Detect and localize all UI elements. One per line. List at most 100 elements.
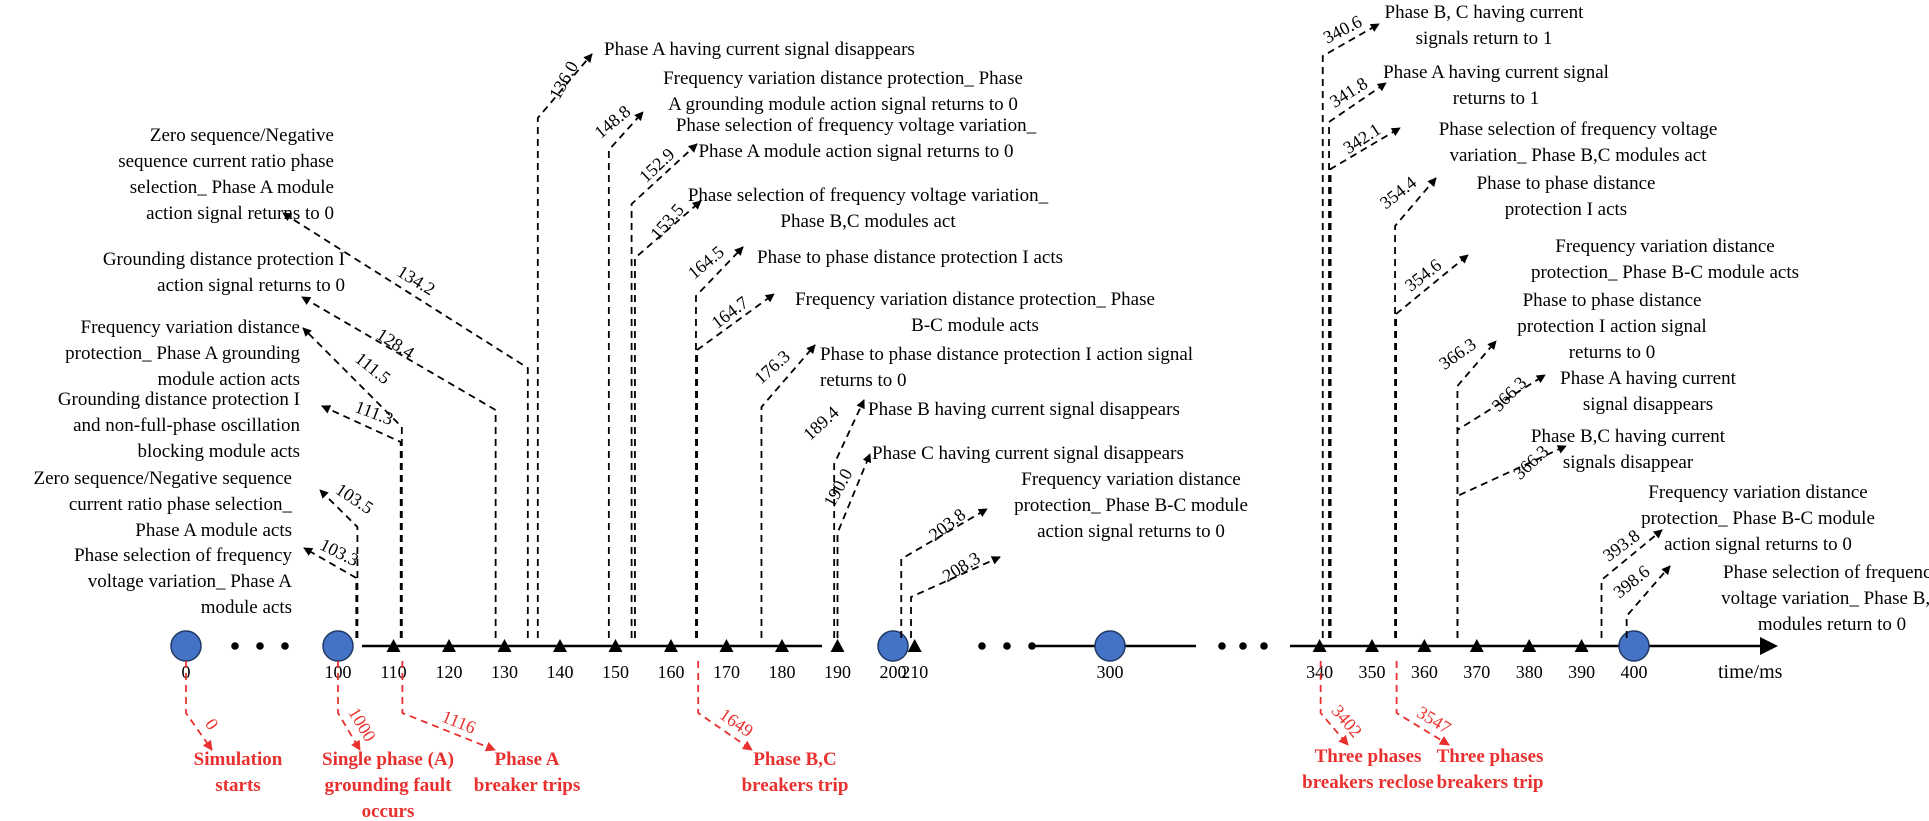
tick-label: 400 <box>1621 662 1648 682</box>
tick-triangle <box>907 639 922 652</box>
event-leader-arrow <box>1329 127 1401 638</box>
milestone-time-label: 1116 <box>439 706 479 737</box>
event-description-line: Phase to phase distance protection I act… <box>757 247 1063 268</box>
tick-label: 0 <box>182 662 191 682</box>
event-description-line: Frequency variation distance <box>1648 482 1867 503</box>
axis-break-dot <box>281 642 289 650</box>
event-description-line: Phase B,C having current <box>1531 426 1726 447</box>
event-leader-arrow <box>536 53 593 638</box>
event-description-line: Phase A having current <box>1560 368 1736 389</box>
axis-break-dot <box>256 642 264 650</box>
event-description-line: returns to 0 <box>820 370 907 391</box>
tick-label: 180 <box>769 662 796 682</box>
event-time-label: 341.8 <box>1326 73 1371 112</box>
event-description-line: Phase A module acts <box>135 520 292 541</box>
event-description-line: protection_ Phase A grounding <box>65 343 300 364</box>
event-description-line: Phase A having current signal disappears <box>604 39 915 60</box>
milestone-description-line: starts <box>215 775 260 796</box>
event-description: Phase A having current signal disappears <box>1560 368 1736 415</box>
milestone-description-line: Three phases <box>1437 746 1544 767</box>
tick-label: 370 <box>1463 662 1490 682</box>
event-description-line: Zero sequence/Negative <box>150 125 334 146</box>
tick-label: 120 <box>436 662 463 682</box>
tick-triangle <box>1312 639 1327 652</box>
milestone-description-line: breaker trips <box>474 775 580 796</box>
tick-triangle <box>1522 639 1537 652</box>
event-leader-arrow <box>900 508 988 638</box>
tick-label: 130 <box>491 662 518 682</box>
tick-triangle <box>664 639 678 652</box>
tick-triangle <box>775 639 789 652</box>
event-annotation: 208.3 <box>910 548 1001 638</box>
event-description: Phase to phase distance protection I act… <box>820 344 1193 391</box>
event-leader-arrow <box>1456 340 1497 638</box>
tick-circle <box>1094 630 1126 662</box>
event-time-label: 366.3 <box>1509 441 1552 483</box>
event-leader-arrow <box>1625 565 1671 638</box>
event-leader-arrow <box>1456 374 1546 638</box>
event-leader-arrow <box>634 200 702 638</box>
tick-label: 300 <box>1097 662 1124 682</box>
tick-triangle <box>830 639 845 652</box>
tick-circle <box>877 630 909 662</box>
event-description-line: protection I acts <box>1505 199 1627 220</box>
event-time-label: 354.6 <box>1401 255 1445 296</box>
event-time-label: 208.3 <box>939 548 984 586</box>
event-leader-arrow <box>301 296 497 638</box>
event-leader-arrow <box>1395 254 1469 638</box>
event-leader-arrow <box>760 344 816 638</box>
event-leader-arrow <box>607 111 644 638</box>
event-leader-arrow <box>1321 23 1380 638</box>
event-leader-arrow <box>303 547 358 638</box>
event-description-line: voltage variation_ Phase B,C <box>1721 588 1929 609</box>
event-description-line: sequence current ratio phase <box>118 151 334 172</box>
event-description-line: Phase C having current signal disappears <box>872 443 1184 464</box>
event-description-line: and non-full-phase oscillation <box>73 415 300 436</box>
event-description-line: action signal returns to 0 <box>1037 521 1225 542</box>
event-leader-arrow <box>833 399 865 638</box>
event-leader-arrow <box>302 327 403 638</box>
event-time-label: 340.6 <box>1320 11 1365 47</box>
milestone-description-line: occurs <box>362 801 415 821</box>
milestone-time-label: 1649 <box>716 704 757 741</box>
event-description-line: Phase selection of frequency voltage <box>1439 119 1718 140</box>
milestone-description-line: grounding fault <box>325 775 453 796</box>
event-description-line: Phase to phase distance protection I act… <box>820 344 1193 365</box>
event-time-label: 148.8 <box>590 101 634 142</box>
event-description-line: module acts <box>201 597 292 618</box>
event-description-line: variation_ Phase B,C modules act <box>1450 145 1708 166</box>
event-description-line: Phase B having current signal disappears <box>868 399 1180 420</box>
tick-circle <box>170 630 202 662</box>
event-description: Frequency variation distance protection_… <box>663 68 1023 115</box>
tick-triangle <box>553 639 567 652</box>
axis-break-dot <box>1239 642 1247 650</box>
event-description: Zero sequence/Negative sequence current r… <box>118 125 334 224</box>
milestone-leader-arrow <box>1395 661 1450 746</box>
event-description: Phase B having current signal disappears <box>868 399 1180 420</box>
event-leader-arrow <box>319 489 359 638</box>
event-description-line: Phase to phase distance <box>1523 290 1702 311</box>
event-description-line: current ratio phase selection_ <box>69 494 293 515</box>
event-leader-arrow <box>695 246 744 638</box>
tick-label: 170 <box>713 662 740 682</box>
event-description-line: action signal returns to 0 <box>157 275 345 296</box>
event-description-line: B-C module acts <box>911 315 1039 336</box>
event-time-label: 203.8 <box>925 504 969 545</box>
event-description-line: Phase A having current signal <box>1383 62 1609 83</box>
event-description-line: signal disappears <box>1583 394 1713 415</box>
event-time-label: 111.3 <box>352 397 396 430</box>
tick-circle <box>322 630 354 662</box>
